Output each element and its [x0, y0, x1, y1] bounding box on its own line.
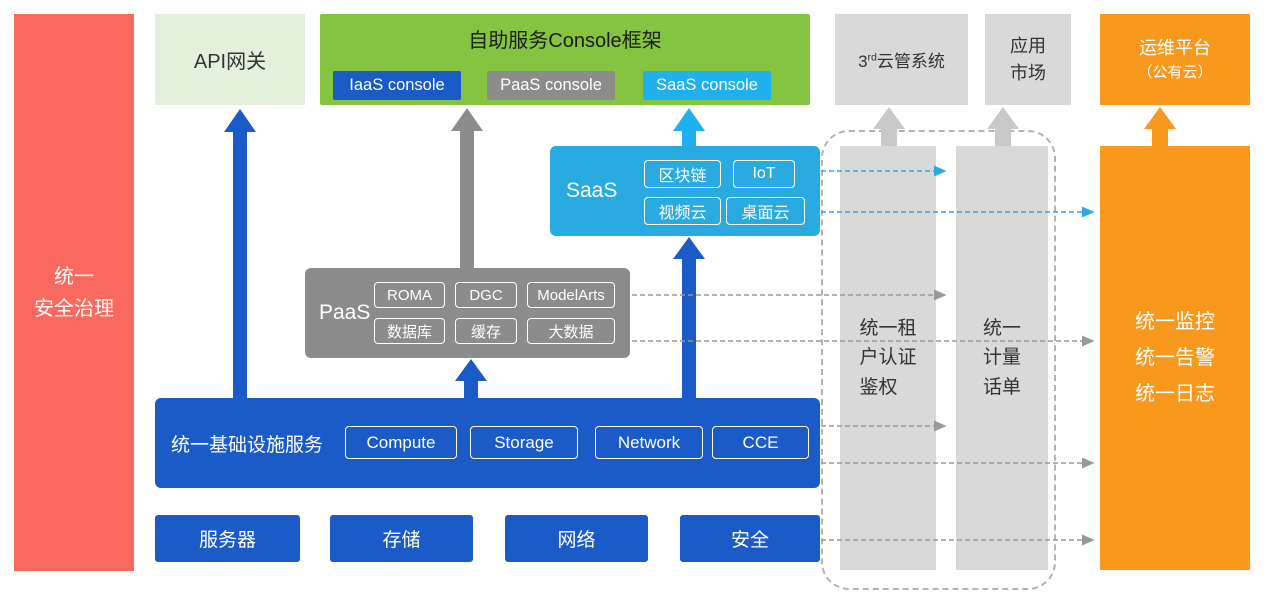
iaas-item-compute: Compute — [345, 426, 457, 459]
up-arrow-monitor-to-om-platform-icon — [1144, 107, 1176, 146]
up-arrow-paas-to-console-icon — [451, 108, 483, 268]
up-arrow-iaas-to-paas-icon — [455, 359, 487, 398]
security-governance-bar: 统一 安全治理 — [14, 14, 134, 571]
up-arrow-iaas-to-saas-icon — [673, 237, 705, 398]
monitor-line1: 统一监控 — [1135, 311, 1215, 333]
app-market-line1: 应用 — [1010, 35, 1046, 56]
third-party-sup: rd — [867, 51, 877, 64]
metering-line1: 统一 — [982, 317, 1021, 339]
paas-item-dgc: DGC — [455, 282, 517, 308]
third-party-cloud-mgmt-box: 3rd云管系统 — [835, 14, 968, 105]
paas-item-roma: ROMA — [374, 282, 445, 308]
infra-storage-box: 存储 — [330, 515, 473, 562]
saas-console-chip: SaaS console — [643, 71, 771, 100]
security-governance-line1: 统一 — [54, 265, 94, 288]
app-market-line2: 市场 — [1010, 62, 1046, 83]
paas-item-database: 数据库 — [374, 318, 445, 344]
infra-server-box: 服务器 — [155, 515, 300, 562]
metering-line3: 话单 — [982, 376, 1021, 398]
saas-item-blockchain: 区块链 — [644, 160, 721, 188]
monitor-line3: 统一日志 — [1135, 383, 1215, 405]
saas-item-desktop-cloud: 桌面云 — [726, 197, 805, 225]
paas-item-cache: 缓存 — [455, 318, 517, 344]
iaas-console-chip: IaaS console — [333, 71, 461, 100]
app-market-label: 应用 市场 — [1010, 33, 1046, 87]
paas-panel-label: PaaS — [319, 301, 371, 324]
tenant-auth-bar: 统一租 户认证 鉴权 — [840, 146, 936, 570]
third-party-cloud-mgmt-label: 3rd云管系统 — [858, 47, 945, 72]
paas-item-bigdata: 大数据 — [527, 318, 615, 344]
api-gateway-box: API网关 — [155, 14, 305, 105]
monitor-line2: 统一告警 — [1135, 347, 1215, 369]
metering-bar: 统一 计量 话单 — [956, 146, 1048, 570]
tenant-auth-line2: 户认证 — [859, 347, 917, 369]
om-platform-line2: （公有云） — [1137, 63, 1213, 81]
monitor-label: 统一监控 统一告警 统一日志 — [1135, 304, 1215, 412]
infra-network-box: 网络 — [505, 515, 648, 562]
saas-item-video-cloud: 视频云 — [644, 197, 721, 225]
security-governance-line2: 安全治理 — [34, 297, 114, 320]
monitor-bar: 统一监控 统一告警 统一日志 — [1100, 146, 1250, 570]
infra-security-box: 安全 — [680, 515, 820, 562]
tenant-auth-line1: 统一租 — [859, 317, 917, 339]
up-arrow-iaas-to-api-gateway-icon — [224, 109, 256, 398]
third-party-num: 3 — [858, 52, 868, 71]
iaas-item-network: Network — [595, 426, 703, 459]
security-governance-label: 统一 安全治理 — [34, 261, 114, 325]
third-party-text: 云管系统 — [876, 52, 945, 71]
auth-metering-dashed-frame — [821, 130, 1056, 590]
saas-panel-label: SaaS — [566, 179, 618, 202]
iaas-panel-label: 统一基础设施服务 — [171, 434, 324, 456]
paas-panel: PaaS ROMA DGC ModelArts 数据库 缓存 大数据 — [305, 268, 630, 358]
om-platform-line1: 运维平台 — [1138, 37, 1211, 58]
tenant-auth-label: 统一租 户认证 鉴权 — [859, 314, 916, 402]
console-frame-title: 自助服务Console框架 — [468, 30, 662, 52]
metering-label: 统一 计量 话单 — [983, 314, 1021, 402]
om-platform-label: 运维平台 （公有云） — [1137, 35, 1212, 85]
up-arrow-saas-to-console-icon — [673, 108, 705, 146]
iaas-item-storage: Storage — [470, 426, 578, 459]
app-market-box: 应用 市场 — [985, 14, 1071, 105]
api-gateway-label: API网关 — [193, 51, 267, 73]
metering-line2: 计量 — [982, 347, 1021, 369]
om-platform-box: 运维平台 （公有云） — [1100, 14, 1250, 105]
iaas-panel: 统一基础设施服务 Compute Storage Network CCE — [155, 398, 820, 488]
paas-console-chip: PaaS console — [487, 71, 615, 100]
tenant-auth-line3: 鉴权 — [859, 376, 898, 398]
iaas-item-cce: CCE — [712, 426, 809, 459]
saas-item-iot: IoT — [733, 160, 795, 188]
paas-item-modelarts: ModelArts — [527, 282, 615, 308]
saas-panel: SaaS 区块链 IoT 视频云 桌面云 — [550, 146, 820, 236]
console-frame: 自助服务Console框架 IaaS console PaaS console … — [320, 14, 810, 105]
